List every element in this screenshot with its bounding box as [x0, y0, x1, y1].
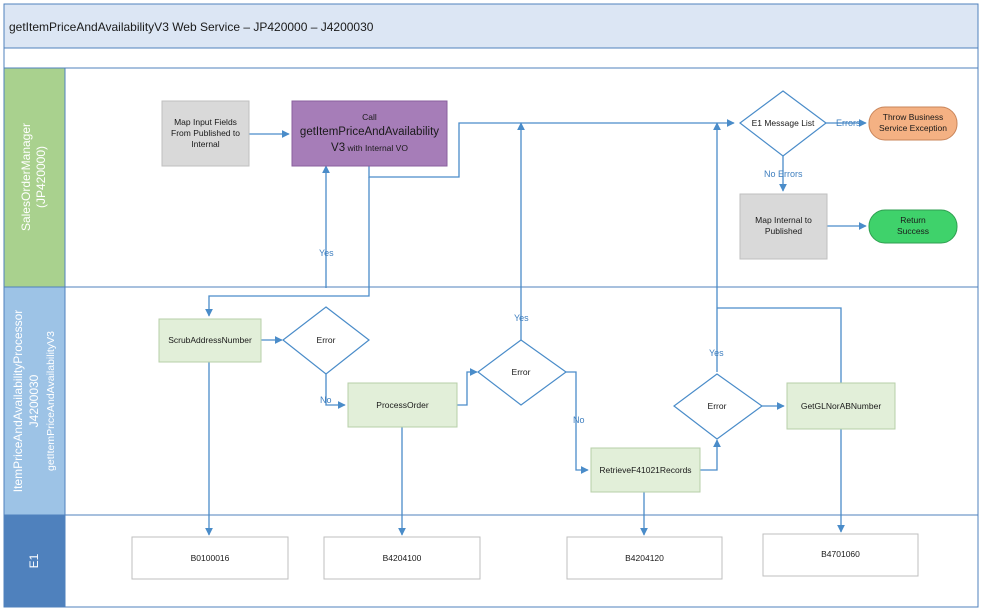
node-error3-decision: Error: [673, 373, 764, 440]
node-call-service: Call getItemPriceAndAvailability V3 with…: [291, 100, 448, 167]
edge-call-to-scrub: [205, 177, 370, 317]
edge-label-yes2: Yes: [514, 313, 529, 323]
lane-sales-line2: (JP420000): [34, 146, 48, 208]
edge-label-no2: No: [573, 415, 585, 425]
node-map-input-line1: Map Input Fields: [174, 117, 237, 127]
node-error2-label: Error: [512, 367, 531, 377]
connectors: [205, 119, 867, 536]
node-error1-label: Error: [317, 335, 336, 345]
node-call-line2: getItemPriceAndAvailability: [300, 126, 439, 138]
diagram-title: getItemPriceAndAvailabilityV3 Web Servic…: [9, 20, 374, 34]
node-call-line3: V3 with Internal VO: [331, 142, 408, 154]
lane-sales-line1: SalesOrderManager: [19, 123, 33, 231]
node-call-line3-main: V3: [331, 142, 345, 154]
node-throw-exception: Throw Business Service Exception: [868, 106, 958, 141]
node-e1-message-list-label: E1 Message List: [752, 118, 815, 128]
node-b4204120-label: B4204120: [625, 553, 664, 563]
node-return-line2: Success: [897, 226, 929, 236]
node-process-order: ProcessOrder: [347, 382, 458, 428]
node-scrub-address: ScrubAddressNumber: [158, 318, 262, 363]
node-b4204100: B4204100: [323, 536, 481, 580]
node-process-order-label: ProcessOrder: [376, 400, 429, 410]
node-b0100016-label: B0100016: [191, 553, 230, 563]
node-retrieve-f41021: RetrieveF41021Records: [590, 447, 701, 493]
node-b4701060-label: B4701060: [821, 549, 860, 559]
node-getgl-label: GetGLNorABNumber: [801, 401, 881, 411]
edge-no2: [566, 371, 589, 474]
node-b4701060: B4701060: [762, 533, 919, 577]
node-map-input-line3: Internal: [191, 139, 219, 149]
node-map-internal: Map Internal to Published: [739, 193, 828, 260]
node-scrub-label: ScrubAddressNumber: [168, 335, 252, 345]
edge-getgl-to-yes3: [717, 307, 842, 383]
node-error3-label: Error: [708, 401, 727, 411]
edge-label-no1: No: [320, 395, 332, 405]
edge-label-errors: Errors: [836, 118, 861, 128]
node-return-line1: Return: [900, 215, 926, 225]
edge-call-to-message-list: [368, 119, 735, 178]
lane-sales-order-manager: SalesOrderManager (JP420000): [3, 67, 979, 288]
node-b0100016: B0100016: [131, 536, 289, 580]
node-map-input-line2: From Published to: [171, 128, 240, 138]
lane-processor-line3: getItemPriceAndAvailabilityV3: [45, 331, 57, 471]
node-map-internal-line2: Published: [765, 226, 803, 236]
node-call-line1: Call: [362, 112, 377, 122]
edge-retrieve-to-error3: [700, 439, 721, 471]
node-error2-decision: Error: [477, 339, 568, 406]
node-get-gl-nor-ab: GetGLNorABNumber: [786, 382, 896, 430]
edge-process-to-error2: [457, 368, 478, 406]
lane-e1-label: E1: [27, 553, 41, 568]
edge-label-yes1: Yes: [319, 248, 334, 258]
node-return-success: Return Success: [868, 209, 958, 244]
node-e1-message-list-decision: E1 Message List: [739, 90, 827, 157]
node-retrieve-label: RetrieveF41021Records: [599, 465, 691, 475]
lane-processor-line2: J4200030: [27, 374, 41, 427]
header-strip: [3, 47, 979, 69]
lane-processor-line1: ItemPriceAndAvailabilityProcessor: [11, 310, 25, 493]
edge-no1: [325, 374, 346, 409]
edge-label-yes3: Yes: [709, 348, 724, 358]
node-error1-decision: Error: [282, 306, 370, 375]
edge-label-no-errors: No Errors: [764, 169, 803, 179]
node-b4204120: B4204120: [566, 536, 723, 580]
node-throw-line1: Throw Business: [883, 112, 943, 122]
node-throw-line2: Service Exception: [879, 123, 947, 133]
node-b4204100-label: B4204100: [383, 553, 422, 563]
node-call-line3-sub: with Internal VO: [345, 143, 408, 153]
node-map-internal-line1: Map Internal to: [755, 215, 812, 225]
node-map-input: Map Input Fields From Published to Inter…: [161, 100, 250, 167]
title-bar: [3, 3, 979, 49]
